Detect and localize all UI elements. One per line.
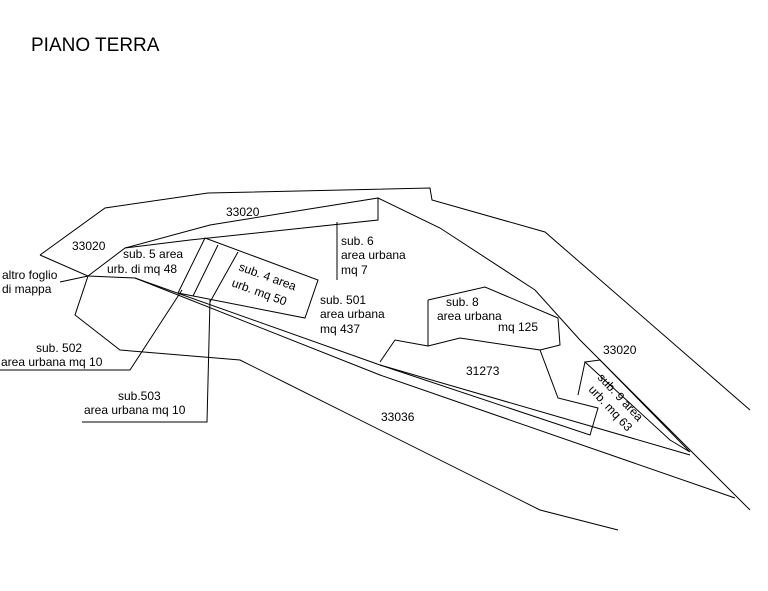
label-sub-501-line3: mq 437	[320, 322, 360, 336]
sub-9-outline	[583, 359, 691, 453]
label-sub-503-line1: sub.503	[118, 389, 161, 403]
building-31273-outline	[379, 300, 599, 436]
label-sub-502-line2: area urbana mq 10	[1, 355, 103, 369]
label-sub-6-line3: mq 7	[341, 263, 368, 277]
parcel-boundary-upper	[87, 197, 379, 277]
parcel-boundary-ridge	[377, 197, 751, 511]
altro-foglio-leader	[59, 275, 89, 283]
sub-5-outline	[177, 237, 319, 319]
page-title: PIANO TERRA	[31, 35, 160, 56]
label-sub-6-line2: area urbana	[341, 248, 406, 262]
sub-5-divider-1	[192, 244, 219, 297]
sub-503-leader	[82, 299, 211, 423]
label-33036: 33036	[381, 410, 415, 424]
label-33020-left: 33020	[72, 239, 106, 253]
parcel-33020-outline	[39, 187, 751, 411]
label-33020-right: 33020	[603, 343, 637, 357]
label-altro-foglio-1: altro foglio	[2, 268, 58, 282]
sub-502-leader	[0, 289, 183, 371]
label-31273: 31273	[466, 364, 500, 378]
label-sub-5-line2: urb. di mq 48	[107, 262, 177, 276]
sub-9-edge	[577, 361, 586, 396]
label-33020-top: 33020	[226, 205, 260, 219]
label-sub-502-line1: sub. 502	[36, 341, 82, 355]
label-altro-foglio-2: di mappa	[2, 282, 52, 296]
label-sub-8-line3: mq 125	[498, 320, 538, 334]
label-sub-501-line2: area urbana	[320, 307, 385, 321]
sub-8-outline	[427, 286, 561, 351]
road-strip-lower	[134, 277, 736, 499]
road-strip-upper	[87, 275, 691, 456]
label-sub-8-line1: sub. 8	[446, 295, 479, 309]
label-sub-503-line2: area urbana mq 10	[84, 403, 186, 417]
label-sub-8-line2: area urbana	[437, 309, 502, 323]
sub-5-divider-2	[209, 251, 239, 303]
label-sub-5-line1: sub. 5 area	[123, 247, 183, 261]
label-sub-6-line1: sub. 6	[341, 234, 374, 248]
label-sub-501-line1: sub. 501	[320, 293, 366, 307]
